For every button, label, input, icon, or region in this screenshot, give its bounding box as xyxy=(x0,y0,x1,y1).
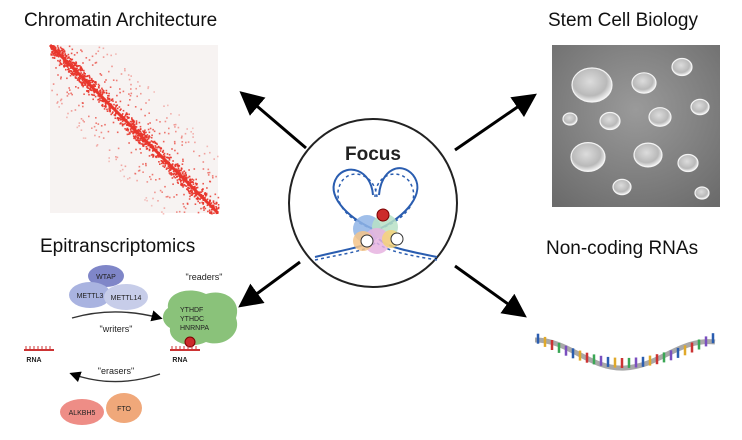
svg-text:METTL3: METTL3 xyxy=(77,293,104,300)
rna-right: RNA xyxy=(170,346,200,364)
erasers-label: "erasers" xyxy=(98,366,134,376)
writers-complex: WTAP METTL3 METTL14 xyxy=(69,265,148,310)
protein-complex xyxy=(353,208,404,254)
epitranscriptomics-title: Epitranscriptomics xyxy=(40,236,196,257)
svg-text:WTAP: WTAP xyxy=(96,274,116,281)
svg-text:YTHDC: YTHDC xyxy=(180,316,204,323)
svg-text:METTL14: METTL14 xyxy=(111,295,142,302)
svg-text:RNA: RNA xyxy=(26,357,41,364)
hic-contact-map xyxy=(48,43,220,215)
rna-left: RNA xyxy=(24,346,54,364)
stem-cell-micrograph xyxy=(552,45,720,207)
ncrna-helix xyxy=(534,333,716,371)
writers-label: "writers" xyxy=(100,324,133,334)
arrow-to-ncrna xyxy=(454,264,527,318)
readers-label: "readers" xyxy=(186,272,223,282)
erasers-complex: ALKBH5 FTO xyxy=(60,393,142,425)
arrow-to-stem-cell xyxy=(454,93,537,152)
svg-text:YTHDF: YTHDF xyxy=(180,307,203,314)
focus-label: Focus xyxy=(345,144,401,165)
svg-text:FTO: FTO xyxy=(117,406,131,413)
ncrna-bases xyxy=(536,333,715,368)
svg-text:RNA: RNA xyxy=(172,357,187,364)
arrow-to-chromatin xyxy=(239,91,307,150)
non-coding-rnas-title: Non-coding RNAs xyxy=(546,238,699,259)
ncrna-backbone xyxy=(534,337,716,371)
chromatin-architecture-title: Chromatin Architecture xyxy=(24,10,218,31)
arrow-to-epitranscriptomics xyxy=(238,260,301,308)
readers-complex: YTHDF YTHDC HNRNPA xyxy=(163,290,238,348)
focus-circle: Focus xyxy=(288,118,458,288)
svg-text:HNRNPA: HNRNPA xyxy=(180,325,209,332)
stem-cell-biology-title: Stem Cell Biology xyxy=(548,10,698,31)
epitranscriptomics-schematic: WTAP METTL3 METTL14 "writers" "readers" … xyxy=(24,265,238,425)
svg-text:ALKBH5: ALKBH5 xyxy=(69,410,96,417)
